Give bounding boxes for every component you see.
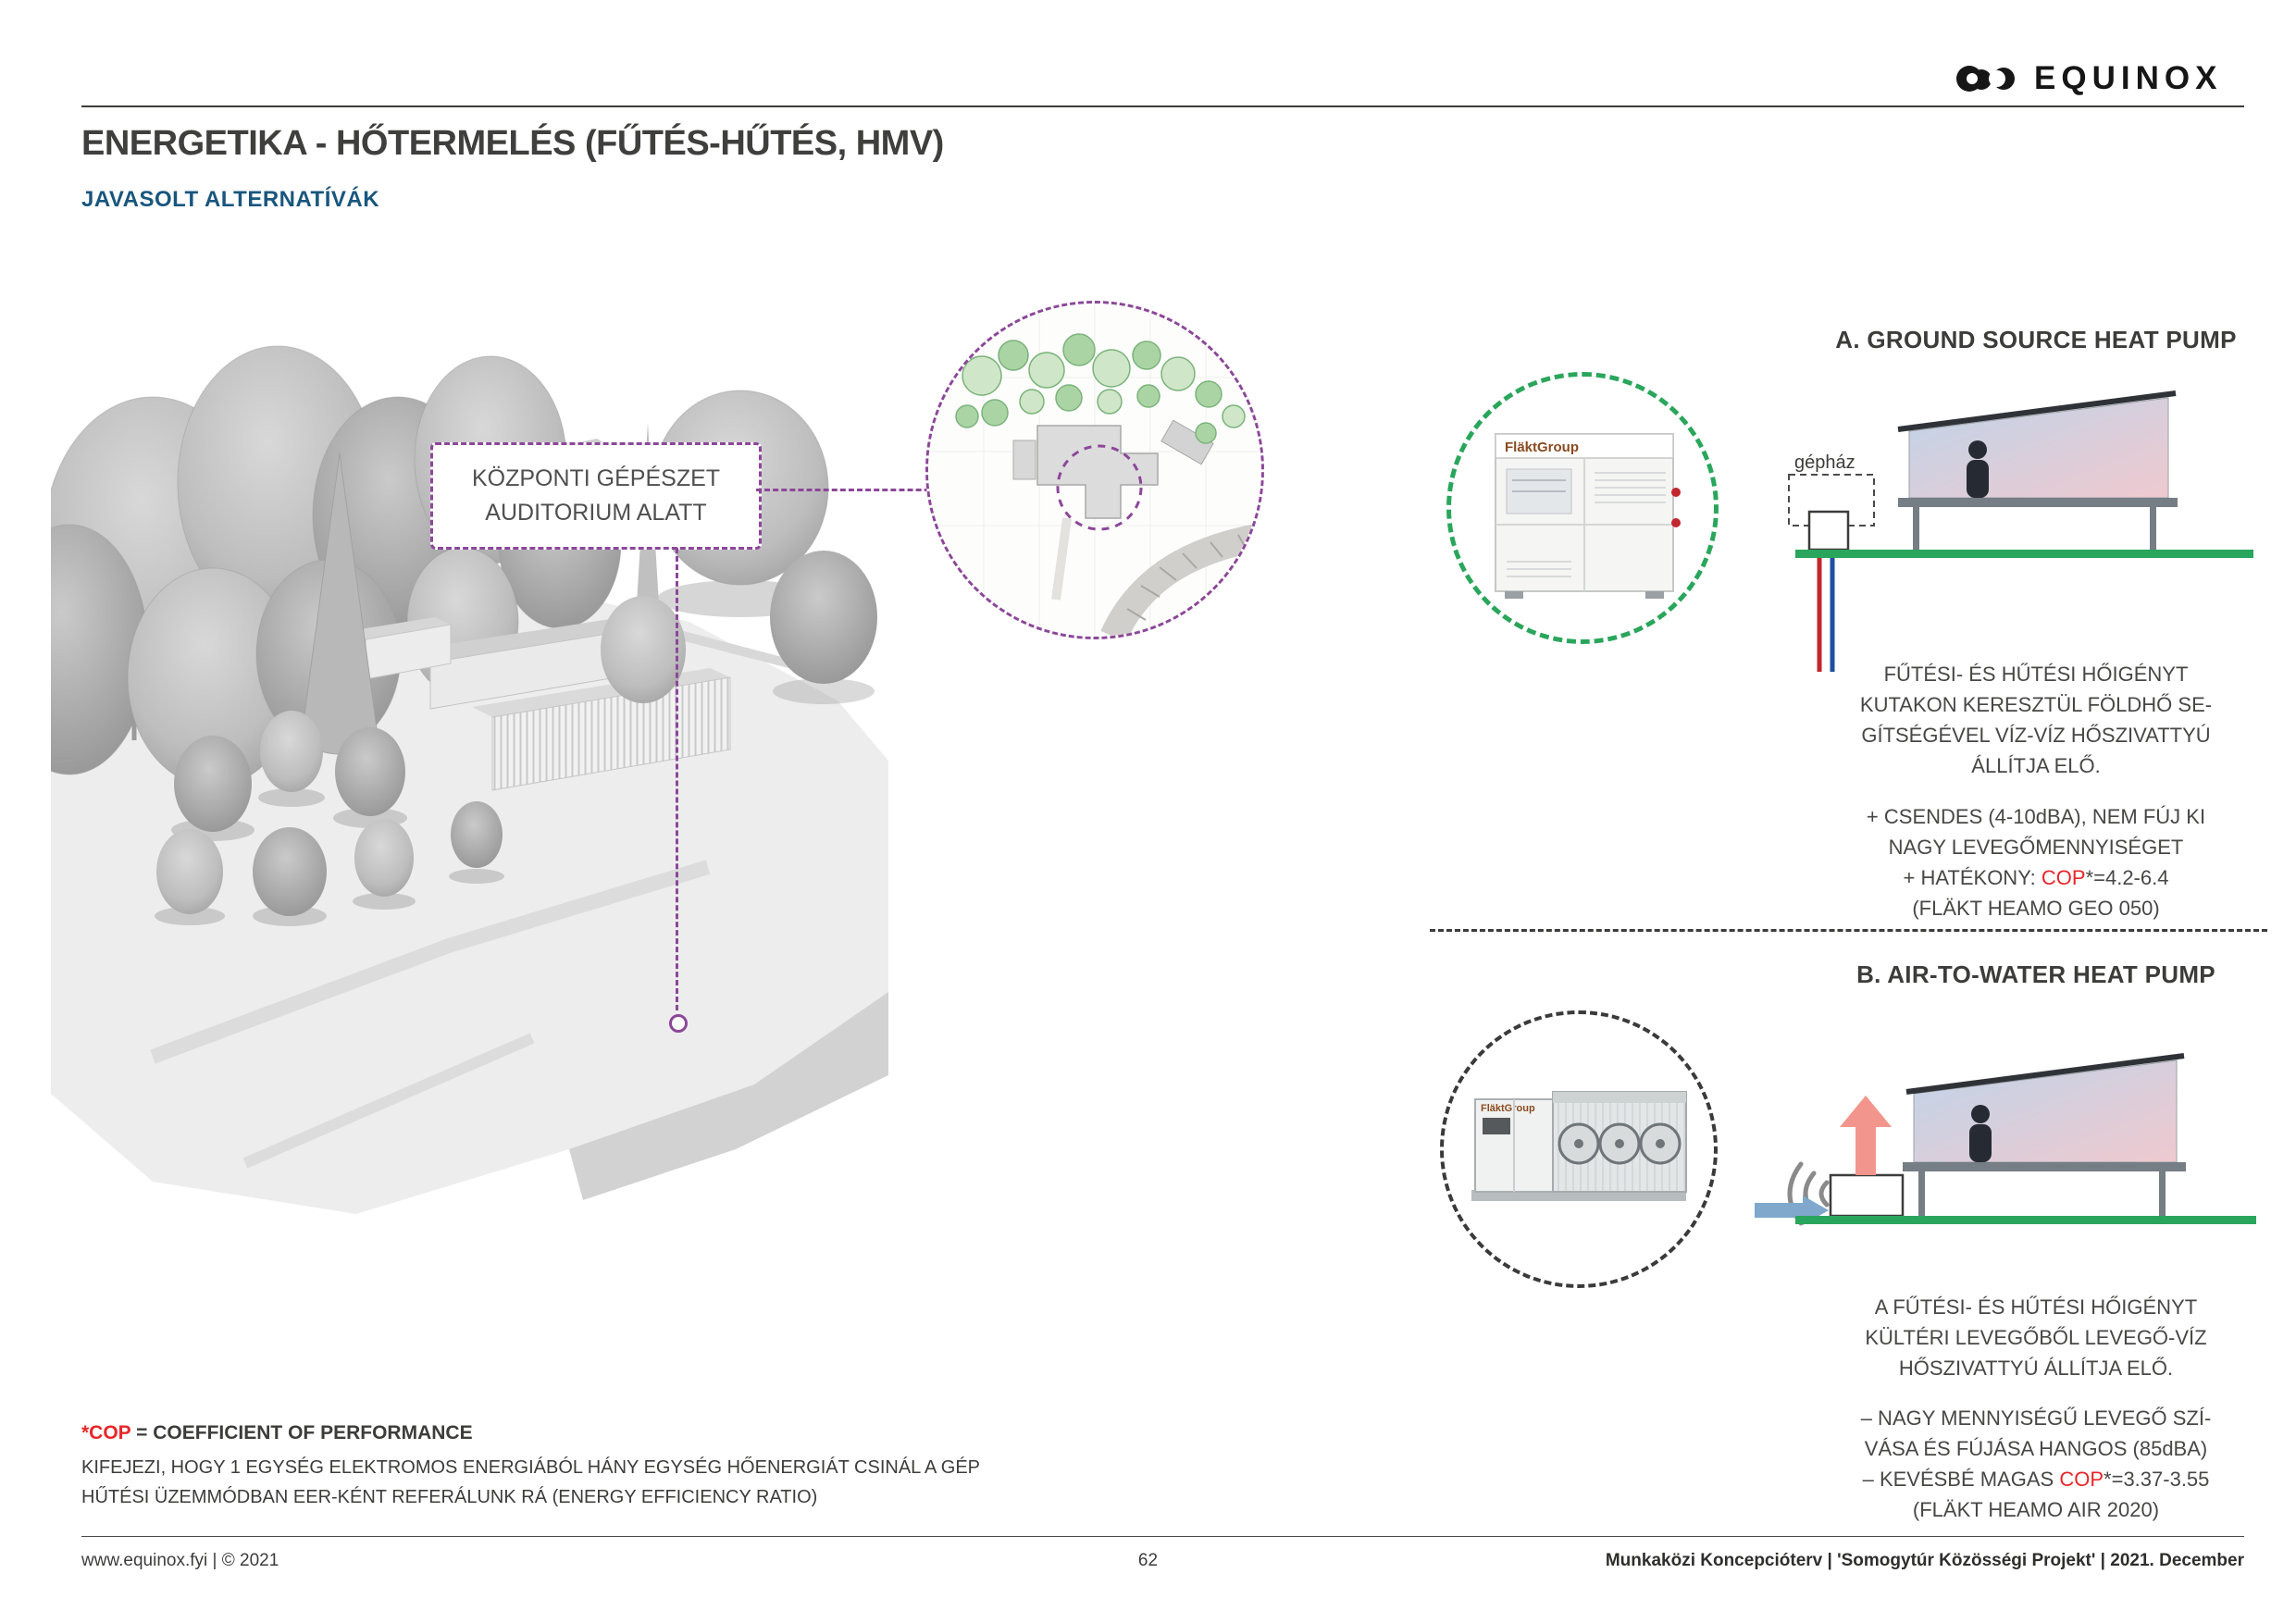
building-slab [1903,1162,2186,1171]
cop-explanation-line-2: HŰTÉSI ÜZEMMÓDBAN EER-KÉNT REFERÁLUNK RÁ… [81,1486,818,1507]
outdoor-unit-box [1829,1173,1905,1218]
footer-website: www.equinox.fyi | © 2021 [81,1551,279,1570]
ground-line [1795,550,2253,558]
header-divider [81,105,2244,107]
section-b-bullets: – NAGY MENNYISÉGŰ LEVEGŐ SZÍ- VÁSA ÉS FÚ… [1860,1406,2212,1521]
footer-divider [81,1536,2244,1537]
person-silhouette [1969,1105,1992,1162]
section-a-description: FŰTÉSI- ÉS HŰTÉSI HŐIGÉNYT KUTAKON KERES… [1859,663,2213,777]
callout-connector-endpoint [669,1014,688,1033]
cop-value-b: COP [2059,1468,2104,1491]
ground-source-diagram: gépház [1781,378,2267,688]
callout-line-2: AUDITORIUM ALATT [485,500,707,526]
callout-central-mechanical: KÖZPONTI GÉPÉSZET AUDITORIUM ALATT [430,442,762,550]
brand-logo: EQUINOX [1955,57,2222,100]
cop-explanation-line-1: KIFEJEZI, HOGY 1 EGYSÉG ELEKTROMOS ENERG… [81,1456,981,1478]
section-divider [1430,929,2267,932]
section-a-bullets: + CSENDES (4-10dBA), NEM FÚJ KI NAGY LEV… [1866,805,2206,920]
ground-line [1795,1216,2256,1224]
page-title: ENERGETIKA - HŐTERMELÉS (FŰTÉS-HŰTÉS, HM… [81,124,944,163]
cop-term: *COP = COEFFICIENT OF PERFORMANCE [81,1422,473,1443]
callout-line-1: KÖZPONTI GÉPÉSZET [471,465,721,491]
ground-source-pump-photo: FläktGroup [1446,372,1719,644]
air-exhaust-arrow [1840,1096,1892,1175]
cop-value-a: COP [2041,866,2086,889]
air-to-water-pump-photo: FläktGroup [1440,1010,1718,1288]
person-silhouette [1967,440,1989,498]
footer-page-number: 62 [1137,1551,1159,1570]
section-b-description: A FŰTÉSI- ÉS HŰTÉSI HŐIGÉNYT KÜLTÉRI LEV… [1865,1295,2207,1380]
cop-footnote: *COP = COEFFICIENT OF PERFORMANCE KIFEJE… [81,1418,980,1512]
equinox-logo-icon [1956,66,2015,92]
page-subtitle: JAVASOLT ALTERNATÍVÁK [81,187,380,212]
pump-b-brand-label: FläktGroup [1481,1103,1535,1114]
building-roof [1897,390,2177,432]
callout-connector-vertical [676,548,678,1010]
fan-rings [1558,1122,1682,1165]
plan-detail-highlight-circle [1056,444,1143,531]
gephaz-label: gépház [1794,452,1855,473]
heat-pump-unit-box [1807,510,1850,551]
footer-project-title: Munkaközi Koncepcióterv | 'Somogytúr Köz… [1605,1551,2244,1570]
section-b-heading: B. AIR-TO-WATER HEAT PUMP [1856,960,2215,988]
building-roof [1905,1053,2185,1095]
brand-name: EQUINOX [2034,60,2223,96]
pump-a-brand-label: FläktGroup [1505,440,1579,455]
air-to-water-diagram [1738,1035,2267,1289]
site-plan-detail [925,301,1264,639]
building-slab [1898,498,2178,507]
section-a-heading: A. GROUND SOURCE HEAT PUMP [1835,326,2237,353]
callout-connector-horizontal [756,489,1056,491]
